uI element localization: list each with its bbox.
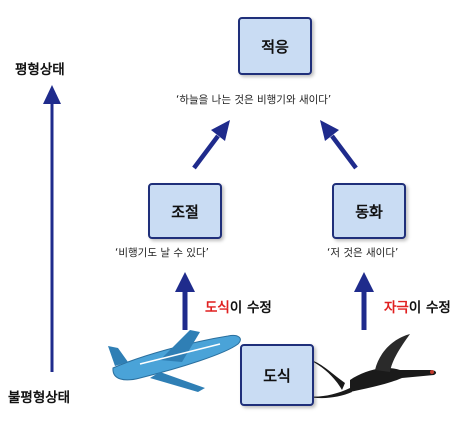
right-modifier-rest: 이 수정 bbox=[408, 300, 451, 316]
airplane-icon bbox=[108, 330, 241, 392]
assimilation-box: 동화 bbox=[332, 183, 406, 239]
accommodation-box: 조절 bbox=[148, 183, 222, 239]
crane-bird-icon bbox=[305, 334, 437, 399]
adapt-quote: ‘하늘을 나는 것은 비행기와 새이다’ bbox=[176, 94, 332, 106]
accommodation-to-adapt-arrow bbox=[192, 134, 220, 170]
adapt-label: 적응 bbox=[261, 37, 289, 56]
assimilation-label: 동화 bbox=[355, 202, 383, 221]
accommodation-label: 조절 bbox=[171, 202, 199, 221]
adapt-box: 적응 bbox=[238, 17, 312, 75]
right-modifier-label: 자극이 수정 bbox=[384, 296, 451, 316]
disequilibrium-label: 불평형상태 bbox=[8, 390, 71, 406]
equilibrium-label: 평형상태 bbox=[15, 62, 65, 78]
state-axis-arrowhead bbox=[43, 85, 61, 104]
assimilation-quote: ‘저 것은 새이다’ bbox=[327, 247, 399, 259]
schema-label: 도식 bbox=[263, 366, 291, 385]
left-modifier-highlight: 도식 bbox=[205, 300, 230, 316]
accommodation-quote: ‘비행기도 날 수 있다’ bbox=[115, 247, 209, 259]
assimilation-to-adapt-arrow bbox=[330, 134, 358, 170]
schema-box: 도식 bbox=[240, 344, 314, 406]
left-modifier-label: 도식이 수정 bbox=[205, 296, 272, 316]
left-modifier-rest: 이 수정 bbox=[229, 300, 272, 316]
right-modifier-highlight: 자극 bbox=[384, 300, 409, 316]
